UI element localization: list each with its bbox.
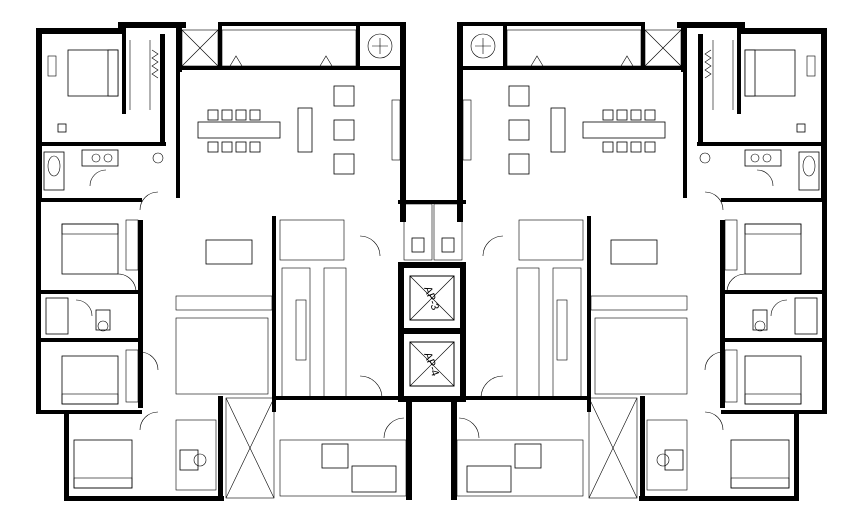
lift-4-label: AP-4 — [421, 351, 441, 378]
apartment-left — [36, 22, 412, 501]
apartment-right — [451, 22, 827, 501]
lift-3-label: AP-3 — [421, 285, 441, 312]
lift-4: AP-4 — [409, 341, 455, 387]
lift-3: AP-3 — [409, 275, 455, 321]
building-core: AP-3 AP-4 — [398, 200, 466, 402]
